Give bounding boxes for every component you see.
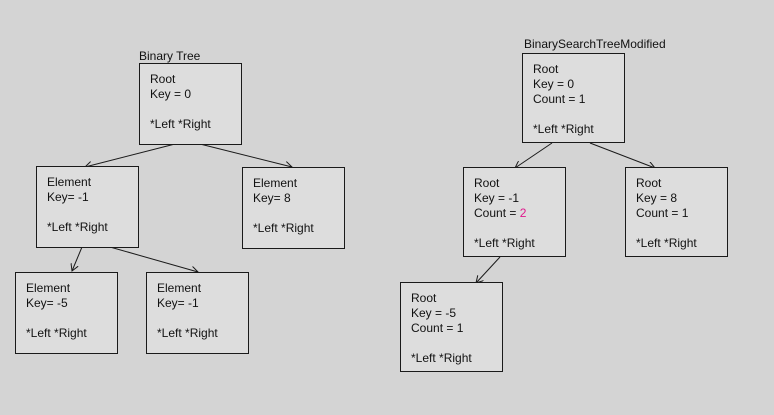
node-count: Count = 1 — [411, 321, 464, 335]
node-key: Key= -1 — [47, 190, 89, 204]
node-pointers: *Left *Right — [636, 236, 697, 250]
node-key: Key = -1 — [474, 191, 520, 205]
node-count: Count = 1 — [636, 206, 689, 220]
node-type: Root — [636, 176, 662, 190]
node-pointers: *Left *Right — [47, 220, 108, 234]
node-type: Root — [474, 176, 500, 190]
node-type: Element — [157, 281, 202, 295]
edge-n1-to-n4 — [109, 246, 198, 272]
bt-node-key-8: Element Key= 8 *Left *Right — [242, 167, 345, 249]
bt-node-key-neg5: Element Key= -5 *Left *Right — [15, 272, 118, 354]
node-type: Element — [253, 176, 298, 190]
edge-root-to-n2 — [199, 143, 292, 167]
node-key: Key = 8 — [636, 191, 678, 205]
node-count: Count = 1 — [533, 92, 586, 106]
edge-bst-root-to-n1 — [515, 142, 553, 168]
bt-node-key-neg1: Element Key= -1 *Left *Right — [36, 166, 139, 248]
bst-modified-title: BinarySearchTreeModified — [524, 37, 666, 51]
node-key: Key = 0 — [150, 87, 192, 101]
edge-bst-root-to-n2 — [589, 142, 655, 168]
binary-tree-title: Binary Tree — [139, 49, 201, 63]
node-type: Root — [411, 291, 437, 305]
node-key: Key= -1 — [157, 296, 199, 310]
node-key: Key = -5 — [411, 306, 457, 320]
node-type: Element — [47, 175, 92, 189]
node-pointers: *Left *Right — [150, 117, 211, 131]
edge-n1-to-n3 — [72, 246, 83, 271]
edge-bst-n1-to-n3 — [476, 256, 501, 283]
bst-root-node: Root Key = 0 Count = 1 *Left *Right — [522, 53, 625, 143]
bt-node-key-neg1-dup: Element Key= -1 *Left *Right — [146, 272, 249, 354]
node-count: Count = 2 — [474, 206, 565, 221]
node-key: Key= 8 — [253, 191, 291, 205]
bt-root-node: Root Key = 0 *Left *Right — [139, 63, 242, 145]
node-key: Key = 0 — [533, 77, 575, 91]
node-pointers: *Left *Right — [474, 236, 535, 250]
node-pointers: *Left *Right — [253, 221, 314, 235]
node-pointers: *Left *Right — [157, 326, 218, 340]
node-type: Root — [150, 72, 176, 86]
node-pointers: *Left *Right — [411, 351, 472, 365]
node-key: Key= -5 — [26, 296, 68, 310]
count-label: Count = — [474, 206, 520, 220]
node-pointers: *Left *Right — [533, 122, 594, 136]
bst-node-key-8: Root Key = 8 Count = 1 *Left *Right — [625, 167, 728, 257]
bst-node-key-neg5: Root Key = -5 Count = 1 *Left *Right — [400, 282, 503, 372]
node-type: Element — [26, 281, 71, 295]
node-type: Root — [533, 62, 559, 76]
node-pointers: *Left *Right — [26, 326, 87, 340]
count-value-highlighted: 2 — [519, 206, 527, 220]
edge-root-to-n1 — [85, 143, 176, 167]
bst-node-key-neg1: Root Key = -1 Count = 2 *Left *Right — [463, 167, 566, 257]
